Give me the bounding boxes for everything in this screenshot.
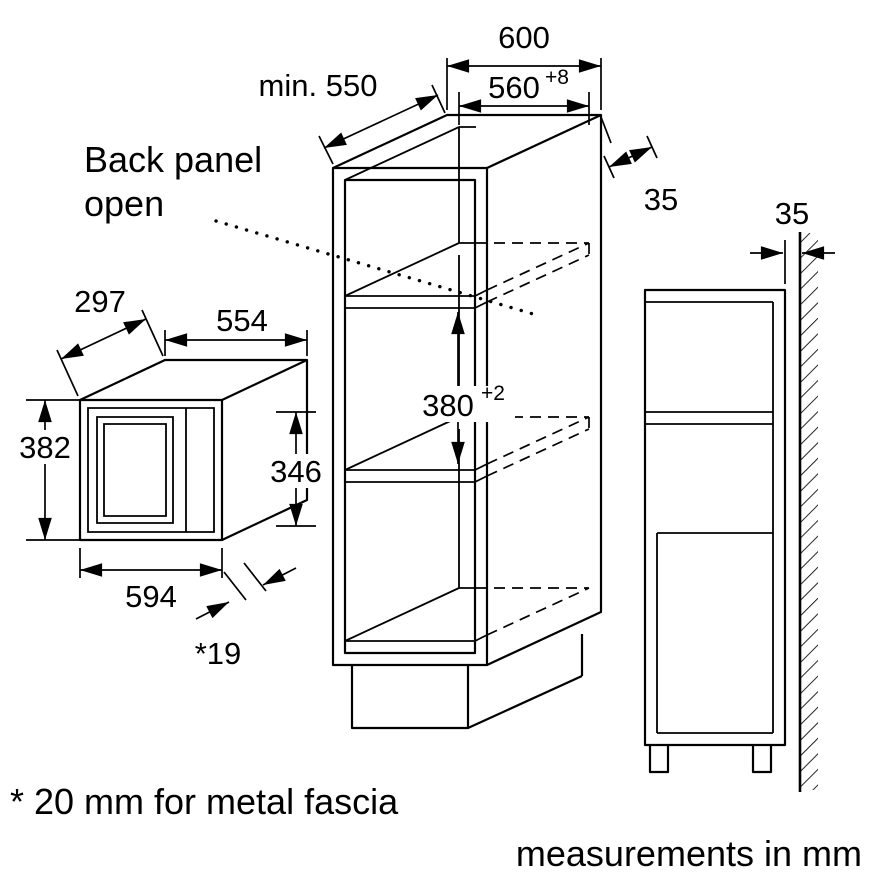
fascia-overhang-label: *19 [195,636,242,671]
wall-hatching [801,233,818,790]
niche-width-tolerance: +8 [545,66,569,89]
dim-wall-gap: 35 [750,196,835,284]
cabinet-front-frame-inner [343,178,477,655]
cabinet-depth-label: min. 550 [259,68,378,103]
microwave-right-face [221,360,309,541]
appliance-top-width-label: 554 [216,303,268,338]
niche-width-label: 560 [488,70,540,105]
dim-appliance-width: 594 [79,548,223,614]
back-panel-note-line2: open [84,183,164,224]
dim-appliance-depth: 297 [56,284,164,397]
dim-niche-height: 380 +2 [417,312,515,464]
cabinet-plinth [350,634,584,730]
cabinet-floor [344,587,590,642]
dim-top-rear-gap: 35 [600,116,678,217]
microwave-door-window-inner [103,423,167,517]
microwave-isometric [78,358,309,542]
footnote-text: * 20 mm for metal fascia [10,781,399,822]
shelf-lower-hidden-edges [476,416,590,477]
dim-appliance-front-height: 346 [267,411,325,527]
dotted-leader-line [214,219,542,318]
top-rear-gap-label: 35 [644,182,678,217]
niche-height-tolerance: +2 [481,382,505,405]
dim-cabinet-width: 600 [446,20,602,110]
wall-section [798,232,818,792]
dim-appliance-height: 382 [16,399,84,541]
side-view-feet [648,745,773,774]
microwave-door [87,407,215,533]
microwave-top-face [79,358,309,401]
side-view-outline [643,288,787,747]
cabinet-width-label: 600 [498,20,550,55]
dim-fascia-overhang: *19 [195,562,297,671]
cabinet-right-face [486,115,603,666]
cabinet-side-view: 35 [643,196,835,792]
side-view-lower-unit [656,532,773,734]
dim-niche-width: 560 +8 [458,66,590,125]
wall-gap-label: 35 [775,196,809,231]
appliance-front-height-label: 346 [270,454,322,489]
back-panel-note: Back panel open [84,139,542,318]
back-panel-note-line1: Back panel [84,139,262,180]
side-view-shelf [645,411,773,425]
appliance-depth-label: 297 [74,284,126,319]
dim-cabinet-depth: min. 550 [259,68,446,165]
shelf-upper-hidden-edges [476,242,590,303]
dim-appliance-top-width: 554 [164,303,308,356]
microwave-door-window [96,416,174,524]
shelf-upper [344,242,590,309]
niche-height-label: 380 [422,388,474,423]
units-note: measurements in mm [516,833,862,874]
appliance-height-label: 382 [19,430,71,465]
appliance-width-label: 594 [125,579,177,614]
